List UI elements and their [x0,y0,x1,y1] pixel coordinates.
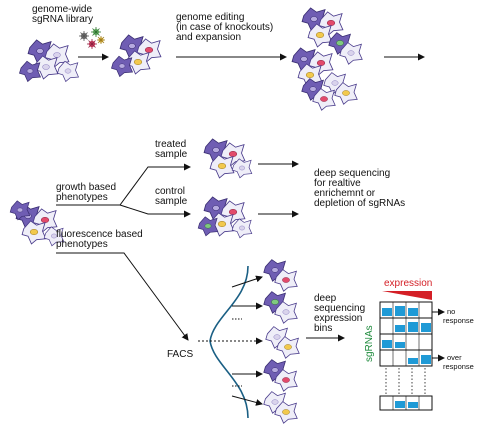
bin-cells-5-icon [264,392,297,424]
bin-cells-2-icon [264,292,297,324]
deepseq-label-3: enrichemnt or [314,188,376,199]
expression-label: expression [384,278,432,289]
control-label: control [155,186,185,197]
bin-cells-3-icon [266,327,299,359]
branch-to-control [119,204,191,218]
deepseq-label-4: depletion of sgRNAs [314,198,405,209]
facs-label: FACS [167,349,193,360]
deepseq-bins-label-3: expression [314,313,362,324]
branch-to-facs [56,252,189,341]
deepseq-label-2: for realtive [314,178,361,189]
expression-gradient-wedge [382,291,432,300]
arrow-bin-5 [231,395,263,406]
deepseq-bins-label: deep [314,293,337,304]
deepseq-label: deep sequencing [314,168,390,179]
deepseq-bins-label-2: sequencing [314,303,365,314]
facs-distribution-curve [209,265,249,419]
editing-label-2: (in case of knockouts) [176,22,273,33]
treated-label-2: sample [155,149,188,160]
branch-to-treated [56,163,191,206]
transduced-cells-icon [111,35,161,77]
growth-label-2: phenotypes [56,192,108,203]
growth-label: growth based [56,182,116,193]
treated-cells-icon [204,139,253,179]
deepseq-bins-label-4: bins [314,323,332,334]
over-response-label: over [447,353,462,362]
library-label-2: sgRNA library [32,14,93,25]
treated-label: treated [155,139,186,150]
no-response-label-2: response [443,316,474,325]
arrow-bin-1 [231,275,263,288]
control-label-2: sample [155,196,188,207]
expression-bin-table [379,301,433,411]
editing-label-3: and expansion [176,32,241,43]
fluor-label: fluorescence based [56,229,143,240]
fluor-label-2: phenotypes [56,239,108,250]
over-response-label-2: response [443,362,474,371]
lentivirus-particle-icon [79,27,105,49]
bin-cells-1-icon [264,260,297,292]
expanded-cells-icon [292,8,362,110]
sgrnas-label: sgRNAs [364,325,375,362]
library-label: genome-wide [32,4,92,15]
control-cells-icon [197,197,253,239]
initial-cells-icon [19,40,79,82]
editing-label: genome editing [176,12,244,23]
no-response-label: no [447,307,455,316]
bin-cells-4-icon [264,360,297,392]
